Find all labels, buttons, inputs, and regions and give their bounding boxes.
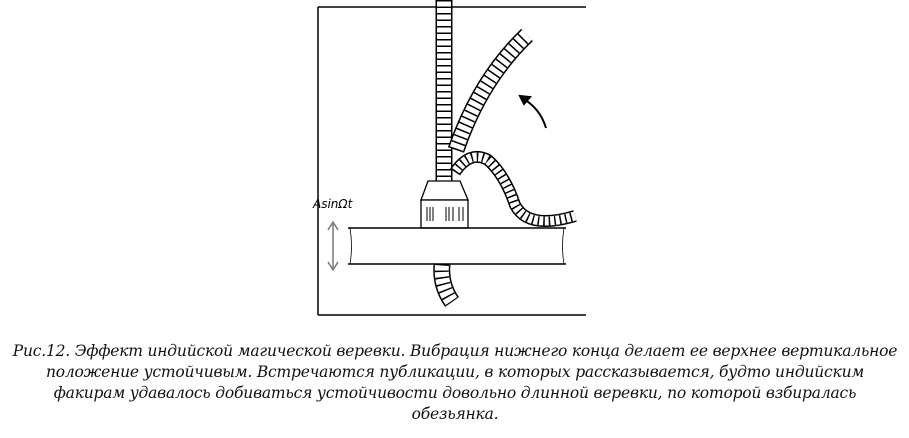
rope-fallen bbox=[450, 151, 577, 227]
rope-tilted bbox=[447, 28, 533, 153]
amplitude-label: AsinΩt bbox=[312, 197, 354, 211]
rotation-arrow-icon bbox=[518, 94, 547, 129]
rope-vertical bbox=[433, 0, 460, 307]
figure-caption: Рис.12. Эффект индийской магической вере… bbox=[12, 342, 898, 423]
vibrating-board bbox=[348, 227, 566, 265]
fitting bbox=[420, 180, 469, 229]
vibration-arrow-icon bbox=[327, 220, 339, 272]
rope-figure: AsinΩt bbox=[312, 0, 586, 316]
